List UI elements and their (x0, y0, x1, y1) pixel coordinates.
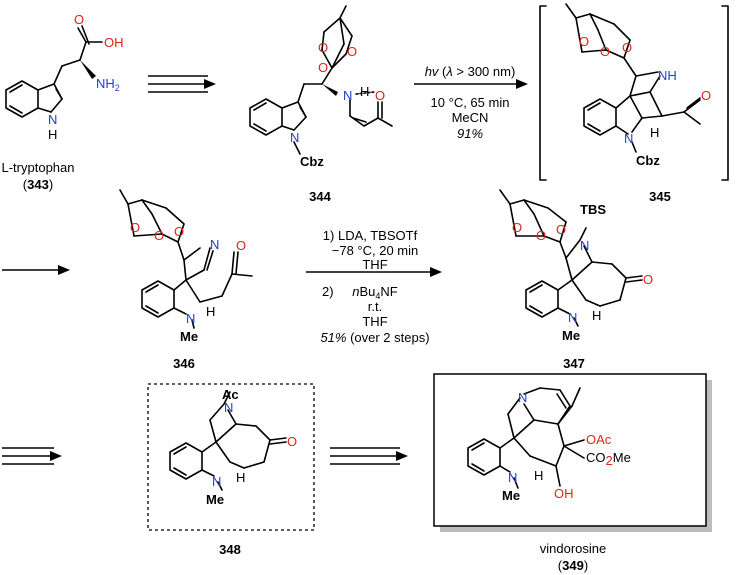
atom-O: O (375, 88, 385, 103)
step1-condition-line2: 10 °C, 65 min (431, 95, 510, 110)
atom-N: N (224, 400, 233, 415)
atom-H: H (48, 127, 57, 142)
structure-343 (5, 25, 103, 118)
atom-Me: Me (180, 329, 198, 344)
multistep-arrow-2 (2, 447, 62, 465)
atom-O: O (74, 12, 84, 27)
atom-O: O (318, 60, 328, 75)
atom-O: O (556, 222, 566, 237)
atom-H: H (206, 304, 215, 319)
step2-condition-line2: −78 °C, 20 min (332, 243, 419, 258)
structure-349 (467, 387, 585, 489)
structure-346 (119, 189, 253, 329)
step1-condition-line1: hv (λ > 300 nm) (425, 64, 516, 79)
atom-Cbz: Cbz (300, 154, 324, 169)
atom-O: O (579, 34, 589, 49)
step2-condition-line4-num: 2) (322, 284, 334, 299)
atom-O: O (287, 434, 297, 449)
step2-condition-line5: r.t. (368, 299, 382, 314)
atom-O: O (318, 40, 328, 55)
multistep-arrow-1 (148, 75, 216, 93)
structure-347 (499, 189, 643, 327)
atom-O: O (622, 40, 632, 55)
atom-N: N (624, 131, 633, 146)
atom-O: O (600, 44, 610, 59)
step1-condition-line4: 91% (457, 126, 483, 141)
step2-condition-line3: THF (362, 257, 387, 272)
atom-O: O (174, 224, 184, 239)
atom-N: N (210, 237, 219, 252)
atom-TBS: TBS (580, 202, 606, 217)
atom-H: H (650, 125, 659, 140)
atom-N: N (186, 311, 195, 326)
atom-H: H (592, 308, 601, 323)
atom-H: H (236, 470, 245, 485)
atom-O: O (536, 228, 546, 243)
multistep-arrow-3 (330, 447, 408, 465)
atom-N: N (290, 130, 299, 145)
atom-N: N (518, 390, 527, 405)
atom-CO2Me: CO2Me (586, 450, 631, 468)
atom-Ac: Ac (222, 387, 239, 402)
atom-NH2: NH2 (96, 76, 120, 93)
atom-OH: OH (554, 486, 574, 501)
atom-O: O (154, 228, 164, 243)
atom-N: N (580, 238, 589, 253)
arrow-head (516, 79, 528, 89)
structure-348 (169, 391, 287, 491)
compound-344-number: 344 (309, 189, 331, 204)
bracket-left (539, 5, 547, 181)
atom-H: H (534, 468, 543, 483)
atom-O: O (701, 88, 711, 103)
compound-346-number: 346 (173, 356, 195, 371)
structure-345 (565, 3, 701, 153)
atom-O: O (347, 44, 357, 59)
compound-347-number: 347 (563, 356, 585, 371)
atom-Me: Me (502, 488, 520, 503)
step1-condition-line3: MeCN (452, 110, 489, 125)
compound-343-number: (343) (23, 177, 53, 192)
atom-N: N (48, 112, 57, 127)
arrow-head (430, 267, 442, 277)
atom-N: N (568, 310, 577, 325)
atom-O: O (643, 272, 653, 287)
step2-condition-line1: 1) LDA, TBSOTf (323, 228, 418, 243)
step2-condition-line4: nBu4NF (352, 284, 398, 301)
bracket-right (721, 5, 729, 181)
atom-OAc: OAc (586, 432, 612, 447)
atom-NH: NH (658, 68, 677, 83)
compound-343-name: L-tryptophan (2, 160, 75, 175)
arrow-head (58, 265, 70, 275)
atom-N: N (343, 88, 352, 103)
atom-O: O (236, 238, 246, 253)
atom-OH: OH (104, 35, 124, 50)
step2-condition-line6: THF (362, 314, 387, 329)
atom-N: N (212, 474, 221, 489)
compound-345-number: 345 (649, 189, 671, 204)
atom-N: N (508, 470, 517, 485)
structure-344 (249, 5, 393, 155)
step2-condition-line7: 51% (over 2 steps) (320, 330, 429, 345)
atom-O: O (512, 220, 522, 235)
atom-Cbz: Cbz (636, 153, 660, 168)
atom-Me: Me (206, 492, 224, 507)
atom-H: H (360, 84, 369, 99)
atom-O: O (130, 220, 140, 235)
compound-349-number: (349) (558, 558, 588, 573)
compound-349-name: vindorosine (540, 541, 607, 556)
compound-348-number: 348 (219, 542, 241, 557)
atom-Me: Me (562, 328, 580, 343)
